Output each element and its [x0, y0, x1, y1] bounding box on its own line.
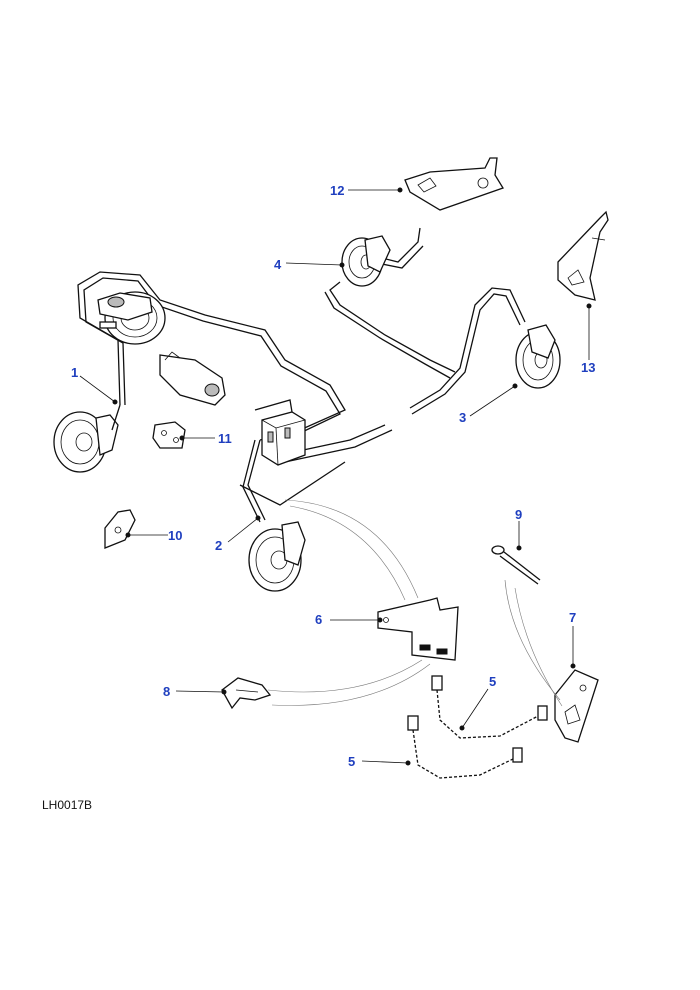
- callout-5-lower: 5: [348, 754, 356, 769]
- pipe-clip-11: [152, 421, 186, 449]
- hose-bracket-6: [377, 597, 459, 661]
- leader-dots: [112, 187, 592, 766]
- callout-5-upper: 5: [489, 674, 497, 689]
- clip-pin-9: [491, 545, 541, 585]
- callout-10: 10: [168, 528, 183, 543]
- assembly-guide-curves: [267, 499, 563, 707]
- callout-6: 6: [315, 612, 323, 627]
- callout-2: 2: [215, 538, 223, 553]
- callout-12: 12: [330, 183, 345, 198]
- brake-booster: [97, 291, 166, 345]
- hose-bracket-7: [554, 669, 599, 743]
- leader-lines: [79, 189, 590, 764]
- hose-clip-8: [221, 677, 272, 710]
- pipe-bracket-13: [557, 210, 609, 301]
- brake-disc-front-left: [53, 404, 121, 473]
- abs-modulator: [254, 399, 306, 466]
- brake-disc-rear-left: [341, 235, 391, 287]
- pipe-clip-10: [104, 509, 136, 549]
- callout-13: 13: [581, 360, 596, 375]
- callout-3: 3: [459, 410, 467, 425]
- brake-disc-rear-right: [515, 324, 561, 389]
- callout-11: 11: [218, 431, 232, 446]
- callout-1: 1: [71, 365, 79, 380]
- flexible-hose-lower: [407, 715, 523, 779]
- pipe-bracket-12: [404, 157, 504, 211]
- brake-disc-front-right: [248, 521, 306, 592]
- callout-7: 7: [569, 610, 577, 625]
- diagram-reference-code: LH0017B: [42, 798, 93, 812]
- flexible-hose-upper: [431, 675, 548, 739]
- brake-pipe-network: [77, 227, 526, 523]
- callout-9: 9: [515, 507, 523, 522]
- pipe-bracket-manifold: [159, 351, 226, 406]
- callout-4: 4: [274, 257, 282, 272]
- callout-8: 8: [163, 684, 171, 699]
